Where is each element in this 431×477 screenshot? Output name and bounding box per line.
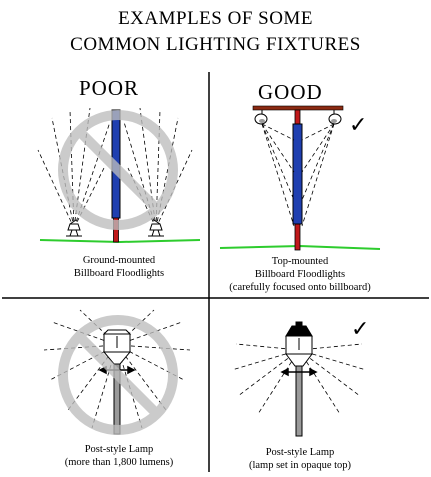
caption-line: Billboard Floodlights [254, 269, 346, 280]
no-symbol-icon [58, 315, 178, 435]
caption-line: (more than 1,800 lumens) [64, 457, 174, 468]
panel-lamp-good [231, 321, 367, 437]
lamp-arm-arrows-icon [280, 367, 318, 377]
header-poor: POOR [79, 76, 140, 100]
caption-billboard-poor: Ground-mounted Billboard Floodlights [30, 254, 208, 280]
panel-billboard-poor [37, 107, 201, 244]
check-mark-icon: ✓ [351, 317, 371, 342]
panel-billboard-good [219, 105, 381, 251]
billboard-post [113, 217, 119, 243]
light-rays-focused [261, 123, 335, 227]
mount-bar [252, 105, 344, 111]
caption-line: Post-style Lamp [265, 447, 335, 458]
caption-line: (lamp set in opaque top) [248, 460, 352, 471]
caption-lamp-good: Post-style Lamp (lamp set in opaque top) [212, 446, 388, 472]
caption-line: Ground-mounted [82, 255, 156, 266]
title-line-1: EXAMPLES OF SOME [118, 8, 313, 29]
caption-lamp-poor: Post-style Lamp (more than 1,800 lumens) [30, 443, 208, 469]
caption-line: Post-style Lamp [84, 444, 154, 455]
panel-lamp-poor [43, 309, 191, 435]
caption-line: Top-mounted [271, 256, 329, 267]
floodlight-top-right-icon [328, 110, 342, 125]
check-mark-icon: ✓ [349, 113, 369, 138]
caption-billboard-good: Top-mounted Billboard Floodlights (caref… [212, 255, 388, 294]
floodlight-right-icon [148, 219, 164, 237]
caption-line: Billboard Floodlights [73, 268, 165, 279]
floodlight-left-icon [66, 219, 82, 237]
lamp-post [295, 363, 303, 437]
opaque-top-lamp-fixture-icon [285, 321, 313, 367]
floodlight-top-left-icon [254, 110, 268, 125]
ground-line [39, 239, 201, 244]
header-good: GOOD [258, 80, 323, 104]
no-symbol-icon [58, 110, 178, 230]
post-lamp-fixture-icon [102, 329, 132, 365]
caption-line: (carefully focused onto billboard) [229, 282, 371, 293]
title-line-2: COMMON LIGHTING FIXTURES [70, 34, 361, 55]
billboard-panel [292, 123, 303, 225]
